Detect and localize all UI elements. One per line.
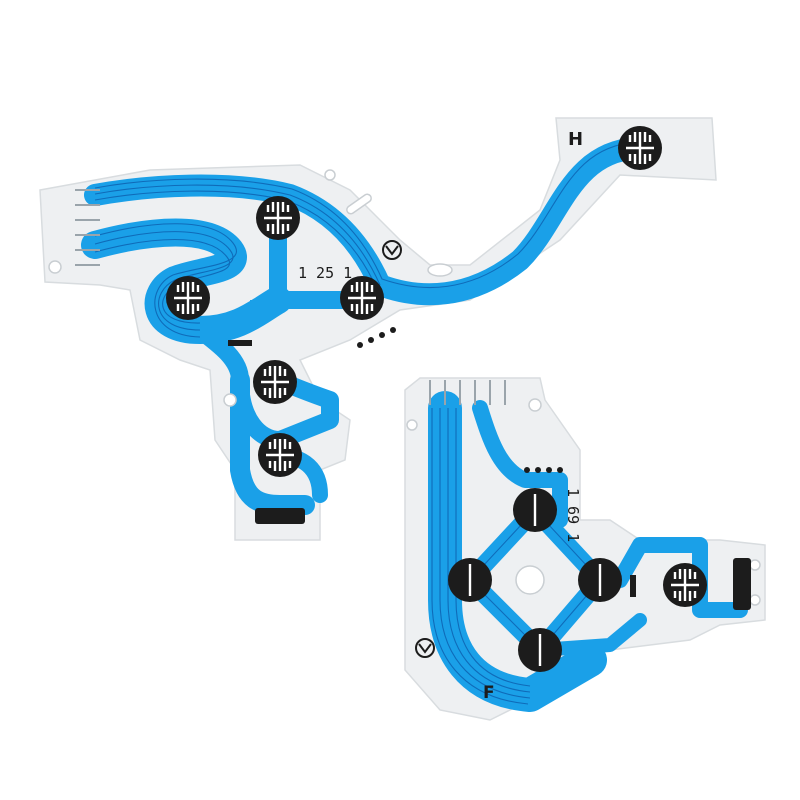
right-contact-left [446,556,494,604]
left-contact-left [164,274,212,322]
right-board-code: 1 69 1 [564,488,582,542]
left-small-bar [228,340,252,346]
left-tail-bar [255,508,305,524]
right-dot-marks [524,467,563,473]
right-small-bar [630,575,636,597]
left-contact-arm [616,124,664,172]
left-dot-marks [357,327,396,348]
right-tail-bar [733,558,751,610]
left-contact-bottom [256,431,304,479]
right-connector-pins [429,380,506,405]
left-contact-top [254,194,302,242]
right-center-hole [515,565,545,595]
right-contact-down [516,626,564,674]
left-logo-mark [382,240,402,260]
left-contact-middle [251,358,299,406]
right-trace-bus [428,391,607,712]
left-board-code: 1 25 1 [298,264,352,282]
right-ribbon-board: F 1 69 1 [404,377,766,721]
left-contact-right [338,274,386,322]
left-ribbon-board: H 1 25 1 [39,117,717,541]
right-contact-right [576,556,624,604]
right-logo-mark [415,638,435,658]
left-connector-pins [75,189,100,266]
right-contact-up [511,486,559,534]
left-board-letter: H [568,129,583,150]
right-contact-side [661,561,709,609]
right-board-letter: F [483,683,495,703]
